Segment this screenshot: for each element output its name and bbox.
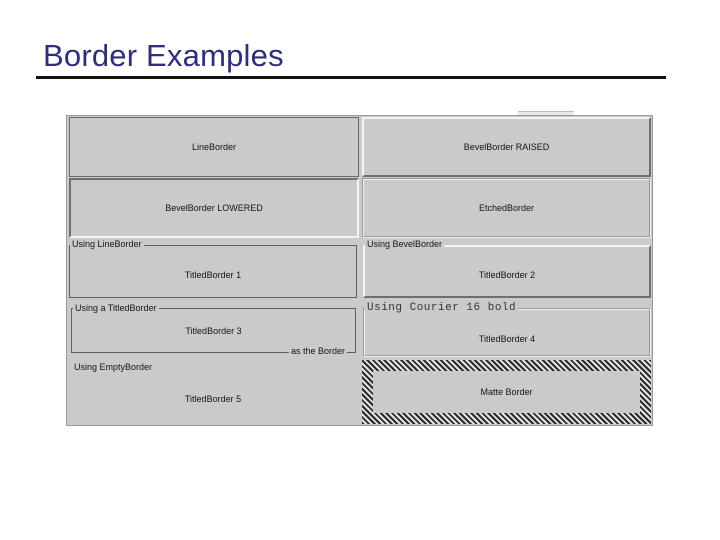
- bevel-raised-cell: BevelBorder RAISED: [362, 117, 651, 177]
- titled-border-4-title: Using Courier 16 bold: [365, 302, 519, 315]
- matte-border-label: Matte Border: [480, 387, 533, 397]
- titled-border-2-cell: TitledBorder 2: [363, 251, 651, 298]
- bevel-lowered-cell: BevelBorder LOWERED: [69, 178, 359, 238]
- titled-border-1-frame: [69, 245, 357, 298]
- titled-border-1-title: Using LineBorder: [70, 239, 144, 250]
- etched-border-cell: EtchedBorder: [362, 178, 651, 238]
- titled-border-2-label: TitledBorder 2: [478, 269, 536, 280]
- title-underline: [36, 76, 666, 79]
- titled-border-2-frame: [363, 245, 651, 298]
- titled-border-5-title: Using EmptyBorder: [72, 362, 155, 373]
- bevel-lowered-label: BevelBorder LOWERED: [165, 203, 263, 213]
- titled-border-3-label: TitledBorder 3: [185, 325, 242, 336]
- titled-border-4-label: TitledBorder 4: [478, 334, 536, 344]
- titled-border-2-title: Using BevelBorder: [365, 239, 445, 250]
- line-border-cell: LineBorder: [69, 117, 359, 177]
- titled-border-3-cell: TitledBorder 3: [71, 313, 356, 348]
- titled-border-5-label: TitledBorder 5: [184, 394, 242, 404]
- line-border-label: LineBorder: [191, 142, 237, 152]
- matte-border-content: Matte Border: [373, 371, 640, 413]
- bevel-raised-label: BevelBorder RAISED: [463, 142, 550, 152]
- titled-border-4-cell: TitledBorder 4: [363, 326, 651, 352]
- window-title-tab: [518, 111, 574, 117]
- titled-border-3-bottom-title: as the Border: [289, 346, 348, 357]
- border-demo-panel: LineBorder BevelBorder RAISED BevelBorde…: [66, 115, 653, 426]
- titled-border-1-cell: TitledBorder 1: [69, 251, 357, 298]
- titled-border-5-cell: TitledBorder 5: [69, 374, 357, 424]
- matte-border-cell: Matte Border: [362, 360, 651, 424]
- titled-border-1-label: TitledBorder 1: [184, 269, 242, 280]
- titled-border-3-frame: [71, 308, 356, 353]
- titled-border-3-title: Using a TitledBorder: [73, 303, 159, 314]
- etched-border-label: EtchedBorder: [478, 203, 535, 213]
- slide-title: Border Examples: [43, 38, 284, 73]
